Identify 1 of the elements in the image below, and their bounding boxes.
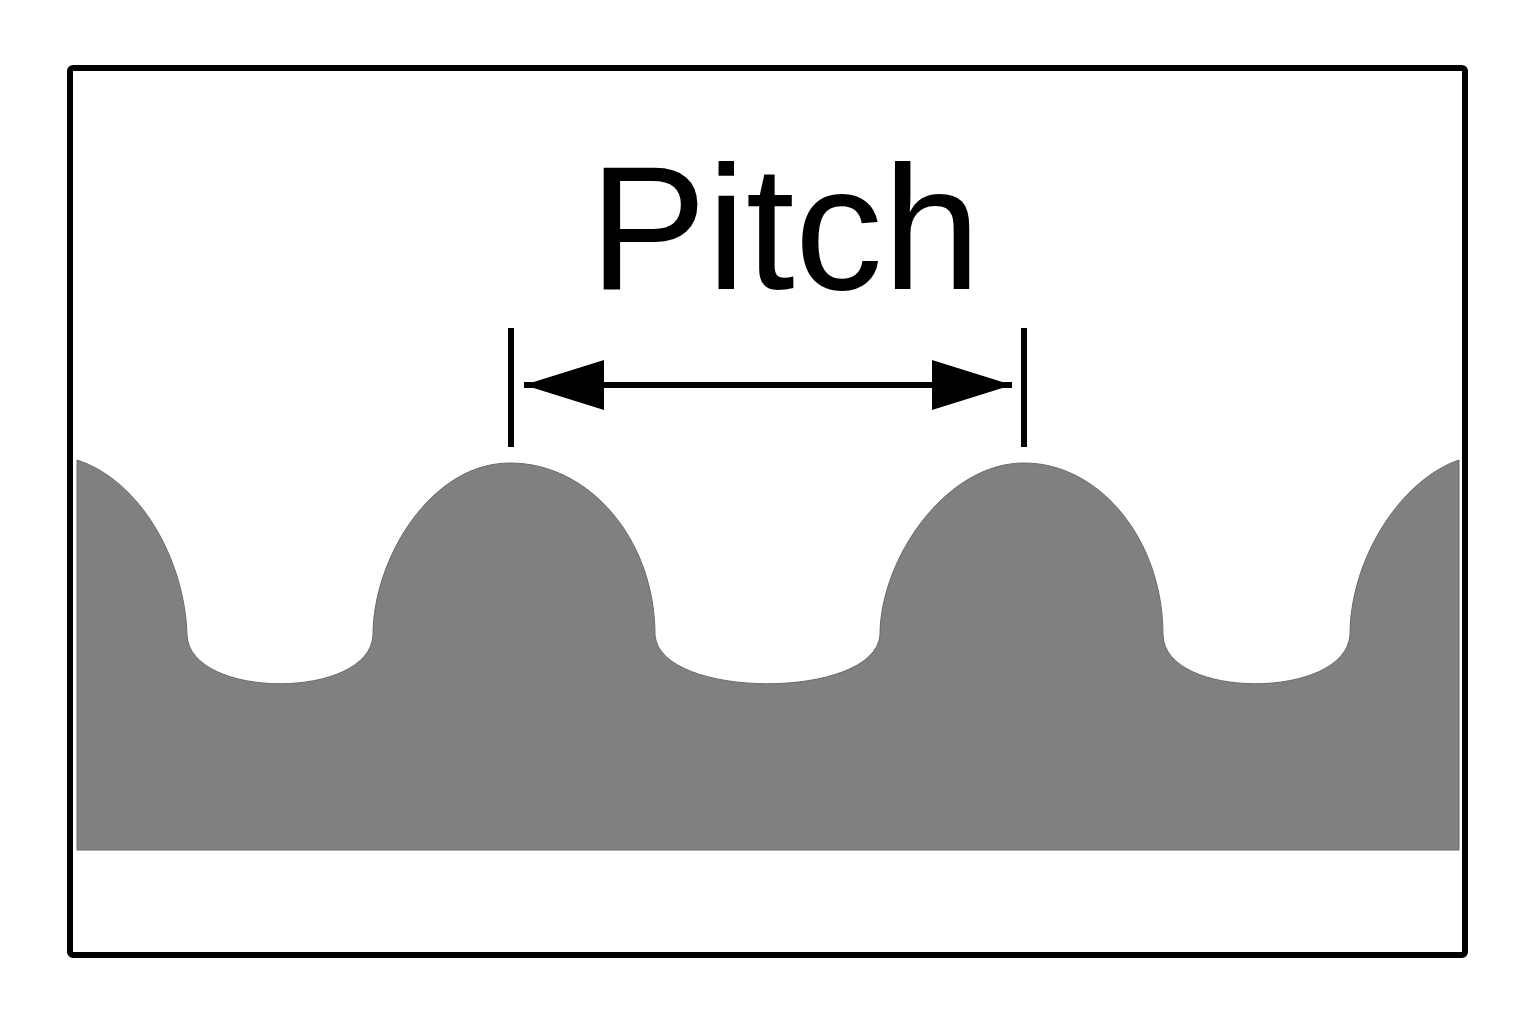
dimension-label: Pitch: [589, 140, 981, 316]
